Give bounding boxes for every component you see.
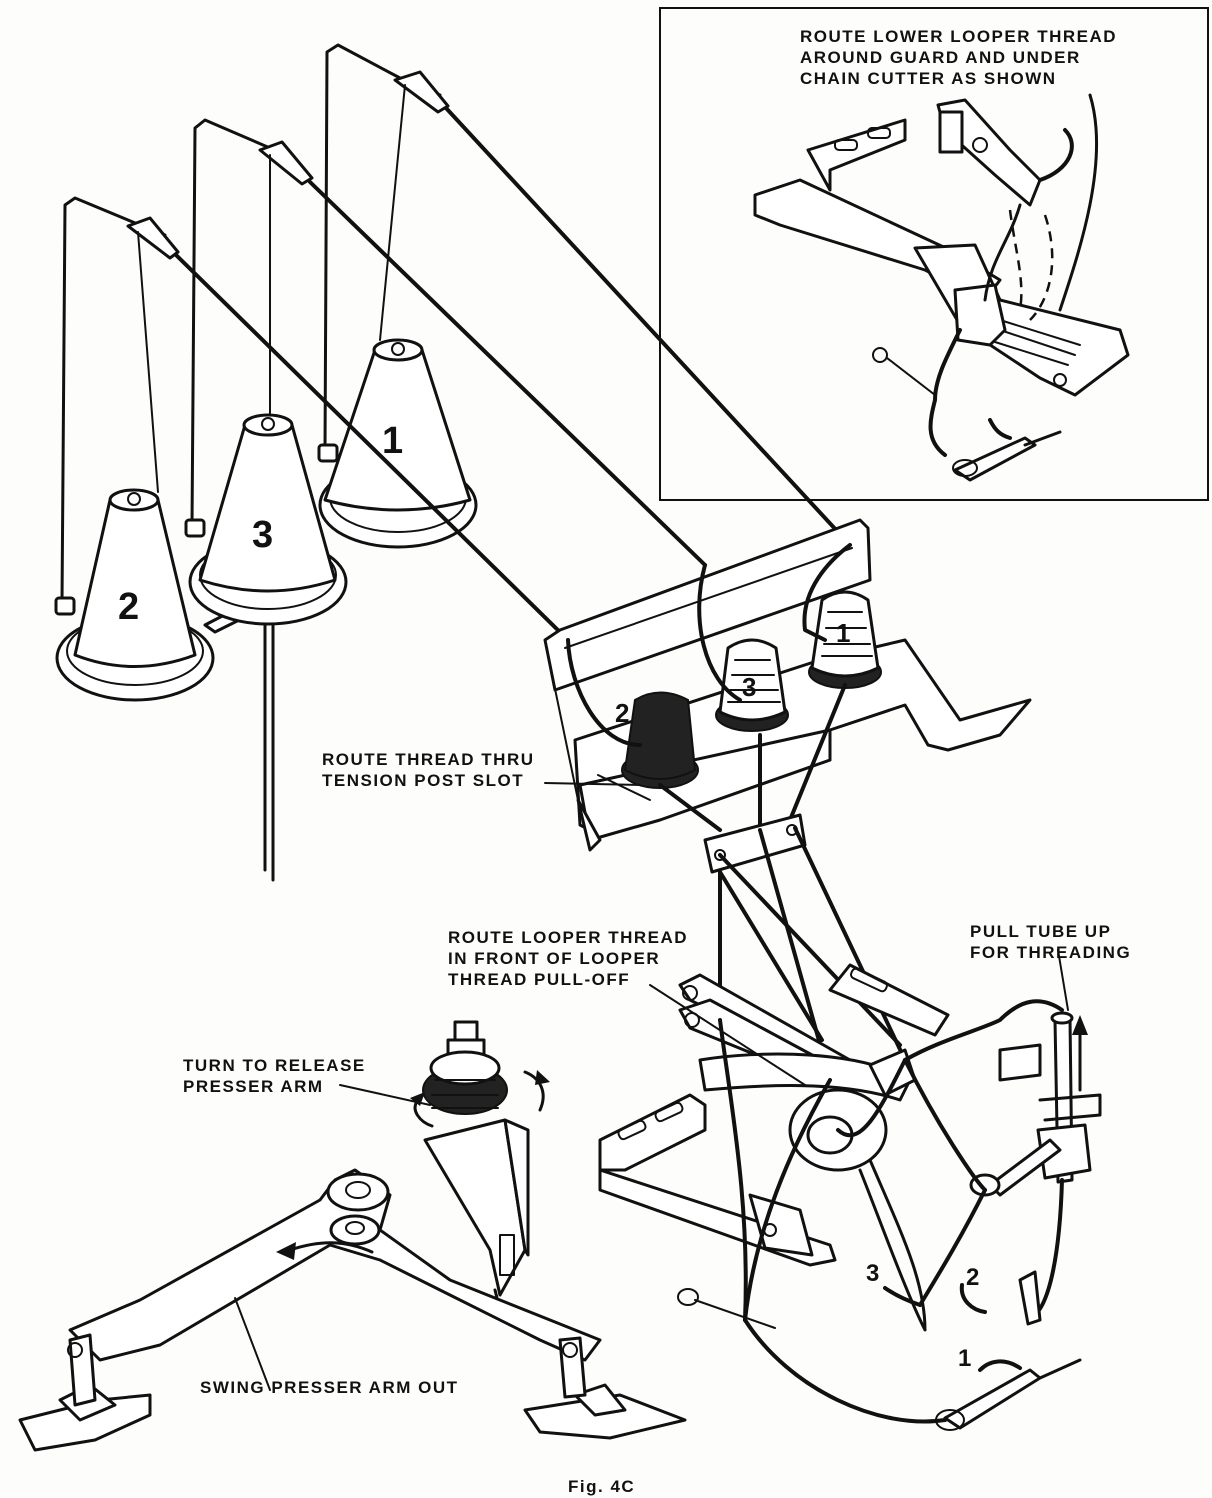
pull-tube-callout: PULL TUBE UP FOR THREADING — [970, 922, 1132, 962]
cone-2-label: 2 — [118, 586, 140, 628]
thread-end-2-label: 2 — [966, 1264, 980, 1291]
looper-assembly — [598, 826, 1102, 1431]
presser-arm-assembly — [18, 1020, 687, 1452]
thread-end-3-label: 3 — [866, 1260, 880, 1287]
figure-caption: Fig. 4C — [568, 1477, 636, 1496]
swing-presser-callout: SWING PRESSER ARM OUT — [200, 1378, 459, 1397]
inset-note: ROUTE LOWER LOOPER THREAD AROUND GUARD A… — [800, 27, 1118, 88]
tension-slot-callout: ROUTE THREAD THRU TENSION POST SLOT — [322, 750, 535, 790]
tension-assembly — [543, 518, 1032, 874]
tension-knob-2-label: 2 — [615, 698, 630, 728]
tension-knob-3-label: 3 — [742, 672, 757, 702]
looper-front-callout: ROUTE LOOPER THREAD IN FRONT OF LOOPER T… — [448, 928, 689, 989]
upper-threads — [174, 106, 852, 642]
spool-stand — [54, 43, 478, 882]
inset-looper-guard-drawing — [753, 93, 1130, 482]
cone-3-label: 3 — [252, 514, 274, 556]
tension-knob-1-label: 1 — [836, 618, 851, 648]
inset-frame — [659, 7, 1209, 501]
thread-end-1-label: 1 — [958, 1345, 972, 1372]
cone-1-label: 1 — [382, 420, 404, 462]
release-presser-callout: TURN TO RELEASE PRESSER ARM — [183, 1056, 366, 1096]
